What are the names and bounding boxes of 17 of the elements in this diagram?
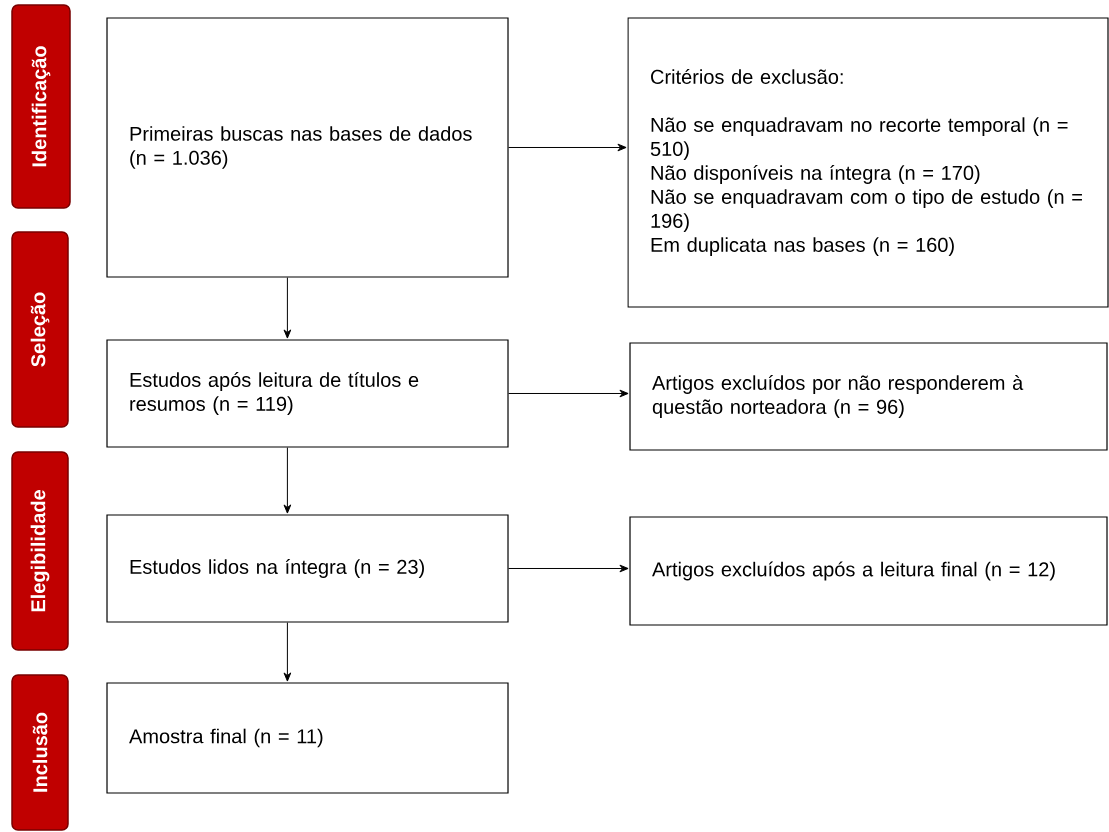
process-box: Critérios de exclusão: Não se enquadravam no recorte temporal (n = 510) Não disponíveis na íntegra (n = 170) Não se enquadravam com o tipo de estudo (n = 196) Em duplicata nas bases (n = 160): [627, 17, 1109, 308]
process-box: Artigos excluídos por não responderem à questão norteadora (n = 96): [629, 342, 1108, 451]
arrow: [508, 389, 629, 398]
process-box: Artigos excluídos após a leitura final (n = 12): [629, 516, 1108, 626]
stage-label: Elegibilidade: [11, 451, 69, 651]
stage-label: Identificação: [11, 4, 71, 209]
process-box: Amostra final (n = 11): [106, 682, 509, 794]
stage-label: Seleção: [11, 231, 69, 428]
process-box: Primeiras buscas nas bases de dados (n = 1.036): [106, 17, 509, 278]
process-box: Estudos após leitura de títulos e resumos (n = 119): [106, 339, 509, 448]
arrow: [508, 143, 627, 152]
process-box: Estudos lidos na íntegra (n = 23): [106, 514, 509, 623]
arrow: [508, 564, 629, 573]
arrow: [283, 622, 292, 682]
arrow: [283, 277, 292, 339]
arrow: [283, 447, 292, 514]
stage-label: Inclusão: [11, 674, 69, 831]
